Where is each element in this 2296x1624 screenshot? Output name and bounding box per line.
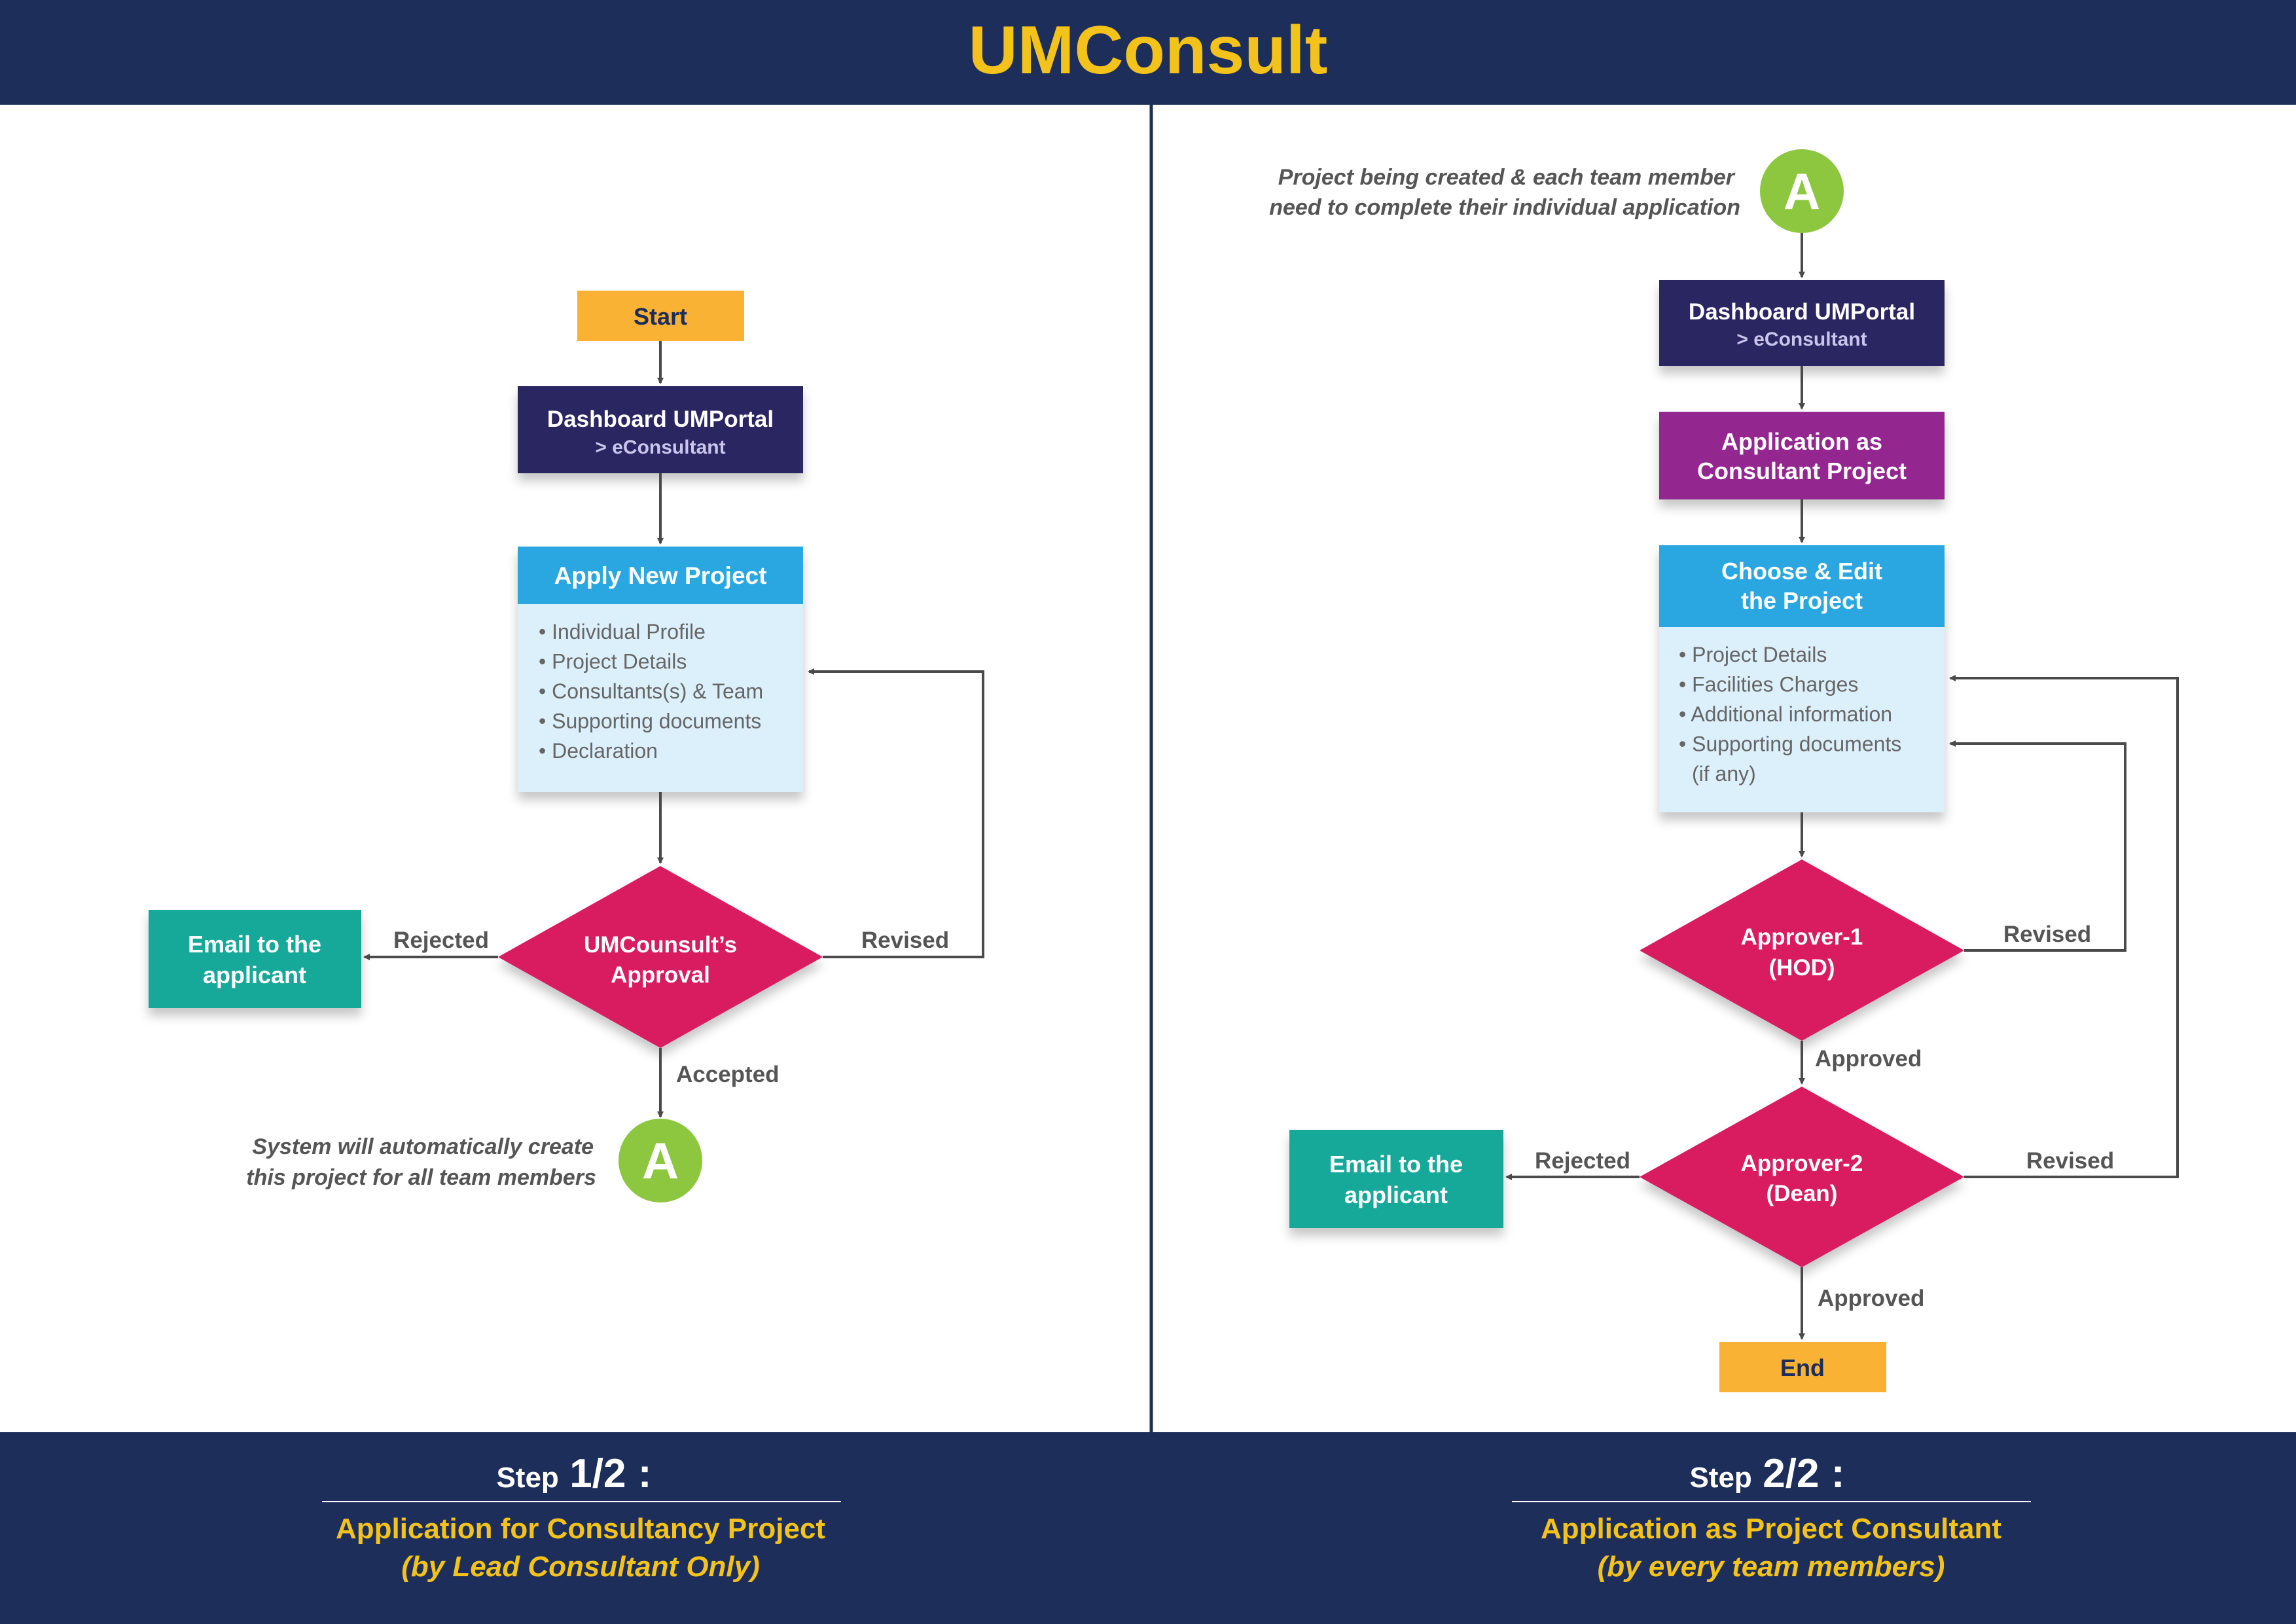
apply-new-project-title: Apply New Project	[554, 562, 767, 589]
connector-a-letter-step2: A	[1784, 162, 1820, 220]
footer-step2-title: Application as Project Consultant	[1541, 1513, 2001, 1545]
arrow-revised-loop-1	[1949, 740, 2126, 952]
rejected-label-step1: Rejected	[393, 928, 489, 953]
choose-edit-item: • Facilities Charges	[1679, 673, 1858, 696]
choose-edit-item: • Project Details	[1679, 643, 1827, 666]
header-bar	[0, 0, 2296, 105]
choose-edit-line1: Choose & Edit	[1721, 558, 1882, 585]
revised-label-1: Revised	[2003, 922, 2091, 947]
apply-new-project-item: • Project Details	[539, 650, 687, 674]
footer-step1-num: 1/2	[569, 1451, 626, 1496]
email-line2-step1: applicant	[203, 962, 306, 988]
approver1-line2: (HOD)	[1768, 955, 1835, 981]
footer-step1-heading: Step 1/2 :	[496, 1451, 651, 1496]
application-line1: Application as	[1721, 428, 1882, 455]
footer-step2-colon: :	[1831, 1451, 1845, 1496]
umconsult-approval-diamond	[498, 866, 823, 1048]
revised-label-2: Revised	[2026, 1148, 2114, 1174]
email-node-step2	[1289, 1130, 1503, 1228]
choose-edit-item: • Supporting documents	[1679, 732, 1901, 756]
umconsult-approval-line2: Approval	[611, 962, 710, 988]
apply-new-project-item: • Consultants(s) & Team	[539, 679, 763, 703]
approver2-line2: (Dean)	[1767, 1181, 1838, 1206]
choose-edit-header	[1659, 545, 1945, 627]
approver1-diamond	[1640, 859, 1964, 1041]
footer-step2: Step 2/2 : Application as Project Consul…	[1512, 1451, 2031, 1583]
apply-new-project-header	[518, 547, 803, 604]
footer-step2-num: 2/2	[1763, 1451, 1819, 1496]
step1-flow: Start Dashboard UMPortal > eConsultant A…	[149, 291, 984, 1202]
application-node	[1659, 412, 1945, 499]
connector-note-line2-step1: this project for all team members	[246, 1165, 596, 1190]
footer-step1: Step 1/2 : Application for Consultancy P…	[322, 1451, 841, 1583]
apply-new-project-item: • Supporting documents	[539, 710, 761, 733]
connector-note-line1-step1: System will automatically create	[252, 1134, 594, 1159]
choose-edit-item: • Additional information	[1679, 702, 1892, 726]
footer-step1-subtitle: (by Lead Consultant Only)	[401, 1551, 760, 1583]
header-title: UMConsult	[969, 12, 1328, 88]
dashboard-title-step1: Dashboard UMPortal	[547, 406, 774, 432]
email-node-step1	[149, 910, 361, 1008]
choose-edit-line2: the Project	[1741, 587, 1863, 614]
email-line2-step2: applicant	[1344, 1182, 1448, 1208]
end-node	[1719, 1342, 1886, 1392]
connector-note-line2-step2: need to complete their individual applic…	[1269, 195, 1740, 220]
approved-label-1: Approved	[1815, 1046, 1922, 1072]
start-label: Start	[634, 303, 687, 330]
connector-a-step1	[619, 1119, 702, 1202]
step2-flow: A Project being created & each team memb…	[1269, 149, 2179, 1392]
accepted-label: Accepted	[676, 1062, 780, 1087]
choose-edit-items: • Project Details • Facilities Charges • A…	[1679, 643, 1901, 785]
footer-step1-colon: :	[638, 1451, 652, 1496]
apply-new-project-item: • Individual Profile	[539, 620, 706, 643]
dashboard-node-step2	[1659, 280, 1945, 366]
choose-edit-item-suffix: (if any)	[1692, 762, 1756, 785]
footer-step1-title: Application for Consultancy Project	[336, 1513, 825, 1545]
connector-note-line1-step2: Project being created & each team member	[1278, 165, 1736, 190]
dashboard-subtitle-step2: > eConsultant	[1736, 329, 1867, 350]
footer-step2-subtitle: (by every team members)	[1598, 1551, 1945, 1583]
connector-a-step2	[1760, 149, 1844, 233]
email-line1-step1: Email to the	[188, 931, 321, 958]
dashboard-node-step1	[518, 386, 803, 473]
start-node	[577, 291, 744, 341]
approved-label-2: Approved	[1818, 1286, 1924, 1311]
apply-new-project-item: • Declaration	[539, 739, 658, 763]
dashboard-subtitle-step1: > eConsultant	[595, 437, 725, 458]
revised-label-step1: Revised	[861, 928, 949, 953]
apply-new-project-items: • Individual Profile • Project Details • C…	[539, 620, 763, 763]
approver2-line1: Approver-2	[1741, 1151, 1863, 1176]
arrow-revised-loop-step1	[808, 668, 984, 958]
arrow-revised-loop-2	[1949, 675, 2179, 1178]
footer-step1-word: Step	[496, 1462, 558, 1494]
footer-step2-heading: Step 2/2 :	[1689, 1451, 1844, 1496]
dashboard-title-step2: Dashboard UMPortal	[1689, 299, 1915, 325]
approver2-diamond	[1640, 1087, 1964, 1267]
footer-step2-word: Step	[1689, 1462, 1751, 1494]
umconsult-approval-line1: UMCounsult’s	[584, 932, 737, 958]
connector-a-letter-step1: A	[642, 1132, 679, 1189]
rejected-label-step2: Rejected	[1535, 1148, 1630, 1174]
email-line1-step2: Email to the	[1329, 1151, 1463, 1178]
footer-bar	[0, 1432, 2296, 1624]
end-label: End	[1780, 1354, 1825, 1381]
application-line2: Consultant Project	[1697, 458, 1907, 484]
approver1-line1: Approver-1	[1741, 924, 1863, 950]
